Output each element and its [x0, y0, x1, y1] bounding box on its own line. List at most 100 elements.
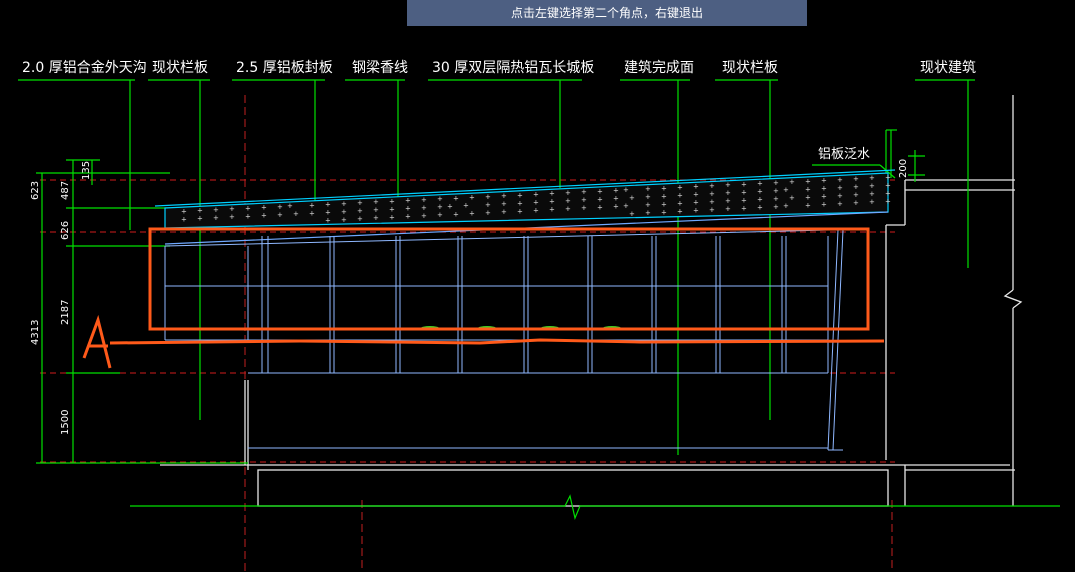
- label-seal-plate: 2.5 厚铝板封板: [236, 60, 333, 76]
- hatch-mark: +: [325, 201, 331, 209]
- hatch-mark: +: [501, 200, 507, 208]
- hatch-mark: +: [773, 195, 779, 203]
- hatch-mark: +: [597, 195, 603, 203]
- label-parapet-2: 现状栏板: [722, 60, 778, 76]
- label-steel-beam: 钢梁香线: [352, 60, 408, 76]
- hatch-mark: +: [677, 200, 683, 208]
- hatch-mark: +: [287, 202, 293, 210]
- hatch-mark: +: [613, 195, 619, 203]
- hatch-mark: +: [341, 200, 347, 208]
- hatch-mark: +: [421, 204, 427, 212]
- hatch-mark: +: [677, 192, 683, 200]
- command-prompt-bar: 点击左键选择第二个角点，右键退出: [407, 0, 807, 26]
- hatch-mark: +: [447, 202, 453, 210]
- hatch-mark: +: [725, 197, 731, 205]
- red-vertical-lines: [244, 95, 893, 572]
- hatch-mark: +: [853, 175, 859, 183]
- hatch-mark: +: [693, 207, 699, 215]
- hatch-mark: +: [437, 195, 443, 203]
- hatch-mark: +: [783, 186, 789, 194]
- hatch-mark: +: [453, 194, 459, 202]
- hatch-mark: +: [213, 206, 219, 214]
- hatch-mark: +: [261, 204, 267, 212]
- hatch-mark: +: [325, 209, 331, 217]
- hatch-mark: +: [645, 209, 651, 217]
- hatch-mark: +: [517, 199, 523, 207]
- hatch-mark: +: [693, 199, 699, 207]
- hatch-mark: +: [229, 213, 235, 221]
- hatch-mark: +: [783, 202, 789, 210]
- hatch-mark: +: [661, 184, 667, 192]
- hatch-mark: +: [757, 188, 763, 196]
- hatch-mark: +: [709, 182, 715, 190]
- hatch-mark: +: [293, 210, 299, 218]
- hatch-mark: +: [517, 191, 523, 199]
- hatch-mark: +: [597, 187, 603, 195]
- hatch-mark: +: [341, 208, 347, 216]
- hatch-mark: +: [693, 191, 699, 199]
- hatch-mark: +: [453, 210, 459, 218]
- hatch-mark: +: [229, 205, 235, 213]
- hatch-mark: +: [549, 190, 555, 198]
- hatch-mark: +: [677, 184, 683, 192]
- hatch-mark: +: [405, 213, 411, 221]
- hatch-mark: +: [661, 208, 667, 216]
- hatch-mark: +: [373, 214, 379, 222]
- hatch-mark: +: [837, 192, 843, 200]
- hatch-mark: +: [357, 199, 363, 207]
- hatch-mark: +: [773, 203, 779, 211]
- hatch-mark: +: [533, 198, 539, 206]
- hatch-mark: +: [741, 180, 747, 188]
- hatch-mark: +: [821, 193, 827, 201]
- hatch-mark: +: [885, 189, 891, 197]
- hatch-mark: +: [389, 197, 395, 205]
- hatch-mark: +: [245, 212, 251, 220]
- hatch-mark: +: [709, 190, 715, 198]
- hatch-mark: +: [869, 190, 875, 198]
- dim-135: 135: [81, 161, 92, 180]
- callout-labels: 2.0 厚铝合金外天沟 现状栏板 2.5 厚铝板封板 钢梁香线 30 厚双层隔热…: [22, 60, 976, 162]
- hatch-mark: +: [629, 194, 635, 202]
- hatch-mark: +: [805, 185, 811, 193]
- hatch-mark: +: [805, 201, 811, 209]
- label-gutter: 2.0 厚铝合金外天沟: [22, 60, 147, 76]
- label-existing-building: 现状建筑: [920, 60, 976, 76]
- dimension-labels: 623 487 135 626 2187 4313 1500 200: [30, 159, 909, 435]
- hatch-mark: +: [469, 210, 475, 218]
- dim-1500: 1500: [60, 410, 71, 435]
- hatch-mark: +: [853, 199, 859, 207]
- hatch-mark: +: [677, 208, 683, 216]
- green-lines: [18, 79, 1060, 520]
- markup-section-line: [109, 338, 885, 345]
- hatch-mark: +: [325, 217, 331, 225]
- label-flashing: 铝板泛水: [818, 147, 870, 162]
- hatch-mark: +: [261, 212, 267, 220]
- ground-lines: [160, 95, 1023, 507]
- hatch-mark: +: [277, 211, 283, 219]
- markup-annotations: [82, 227, 885, 369]
- hatch-mark: +: [805, 177, 811, 185]
- hatch-mark: +: [405, 205, 411, 213]
- hatch-mark: +: [885, 197, 891, 205]
- roof-panel: ++++++++++++++++++++++++++++++++++++++++…: [154, 169, 896, 245]
- hatch-mark: +: [821, 177, 827, 185]
- hatch-mark: +: [277, 203, 283, 211]
- hatch-mark: +: [485, 209, 491, 217]
- hatch-mark: +: [789, 194, 795, 202]
- hatch-mark: +: [613, 187, 619, 195]
- hatch-mark: +: [629, 210, 635, 218]
- hatch-mark: +: [645, 193, 651, 201]
- roof-hatch: ++++++++++++++++++++++++++++++++++++++++…: [181, 173, 891, 224]
- hatch-mark: +: [197, 207, 203, 215]
- hatch-mark: +: [709, 198, 715, 206]
- dim-487: 487: [60, 181, 71, 200]
- hatch-mark: +: [213, 214, 219, 222]
- dim-626: 626: [60, 221, 71, 240]
- label-finish-surface: 建筑完成面: [624, 60, 694, 76]
- hatch-mark: +: [581, 196, 587, 204]
- hatch-mark: +: [773, 187, 779, 195]
- hatch-mark: +: [549, 206, 555, 214]
- hatch-mark: +: [341, 216, 347, 224]
- dim-200: 200: [898, 159, 909, 178]
